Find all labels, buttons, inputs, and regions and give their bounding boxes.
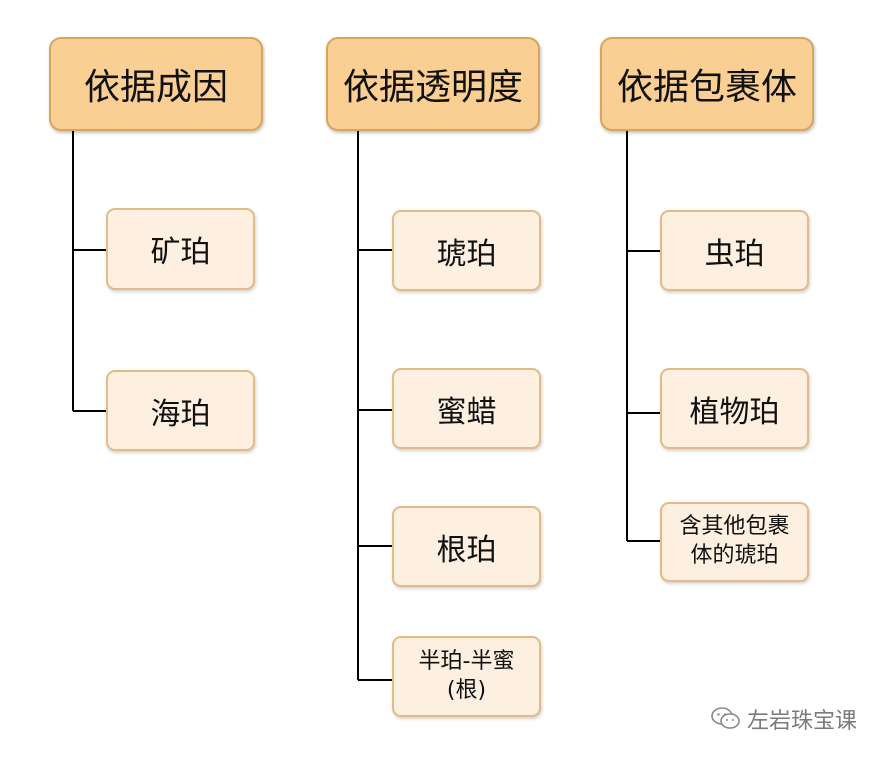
leaf-mineral-amber: 矿珀	[106, 208, 255, 290]
wechat-icon	[711, 706, 741, 732]
header-by-transparency: 依据透明度	[326, 37, 540, 131]
leaf-half-amber-half-beeswax: 半珀-半蜜 (根)	[392, 636, 541, 717]
leaf-sea-amber: 海珀	[106, 370, 255, 451]
header-by-inclusion: 依据包裹体	[600, 37, 814, 131]
header-by-origin: 依据成因	[49, 37, 263, 131]
leaf-other-inclusion-amber: 含其他包裹 体的琥珀	[660, 502, 809, 582]
watermark: 左岩珠宝课	[711, 703, 857, 735]
leaf-plant-amber: 植物珀	[660, 368, 809, 449]
leaf-amber: 琥珀	[392, 210, 541, 291]
leaf-root-amber: 根珀	[392, 506, 541, 587]
leaf-beeswax: 蜜蜡	[392, 368, 541, 449]
watermark-text: 左岩珠宝课	[746, 709, 857, 734]
leaf-insect-amber: 虫珀	[660, 210, 809, 291]
